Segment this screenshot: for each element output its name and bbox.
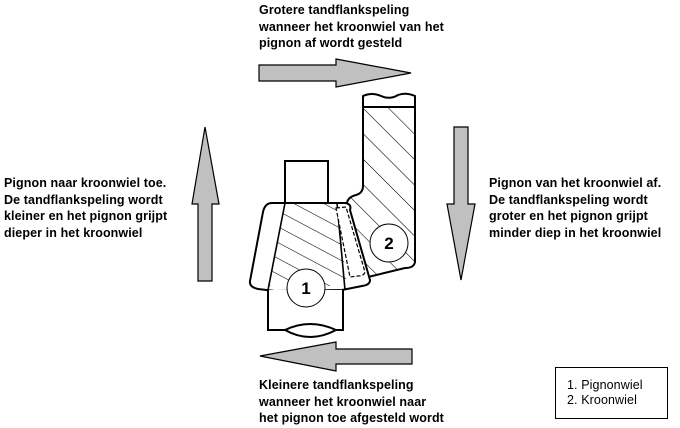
legend-box: 1. Pignonwiel 2. Kroonwiel [555,367,668,419]
pinion-shaft-bottom [267,290,344,338]
annotation-line: dieper in het kroonwiel [4,225,143,240]
annotation-line: wanneer het kroonwiel naar [259,394,427,409]
annotation-line: Pignon naar kroonwiel toe. [4,176,167,190]
arrow-right-icon [258,58,412,88]
annotation-left: Pignon naar kroonwiel toe. De tandflanks… [4,175,167,241]
annotation-line: kleiner en het pignon grijpt [4,209,168,223]
part-number-2: 2 [384,234,393,253]
annotation-line: groter en het pignon grijpt [489,209,648,223]
arrow-left-icon [259,341,413,372]
part-number-1: 1 [301,279,310,298]
annotation-line: pignon af wordt gesteld [259,36,403,50]
annotation-line: het pignon toe afgesteld wordt [259,411,444,425]
arrow-up-icon [191,126,220,282]
arrow-down-icon [446,126,476,281]
part-marker-2: 2 [369,223,409,263]
annotation-right: Pignon van het kroonwiel af. De tandflan… [489,175,661,241]
annotation-top: Grotere tandflankspeling wanneer het kro… [259,2,444,52]
part-marker-1: 1 [286,268,326,308]
pinion-shaft-top [284,160,329,205]
annotation-line: wanneer het kroonwiel van het [259,19,444,34]
annotation-line: De tandflankspeling wordt [489,192,648,207]
legend-item: 2. Kroonwiel [567,393,637,407]
annotation-line: Kleinere tandflankspeling [259,378,414,392]
annotation-line: De tandflankspeling wordt [4,192,163,207]
annotation-bottom: Kleinere tandflankspeling wanneer het kr… [259,377,444,427]
legend-item: 1. Pignonwiel [567,378,643,392]
annotation-line: minder diep in het kroonwiel [489,225,662,240]
annotation-line: Pignon van het kroonwiel af. [489,176,662,190]
annotation-line: Grotere tandflankspeling [259,3,410,17]
